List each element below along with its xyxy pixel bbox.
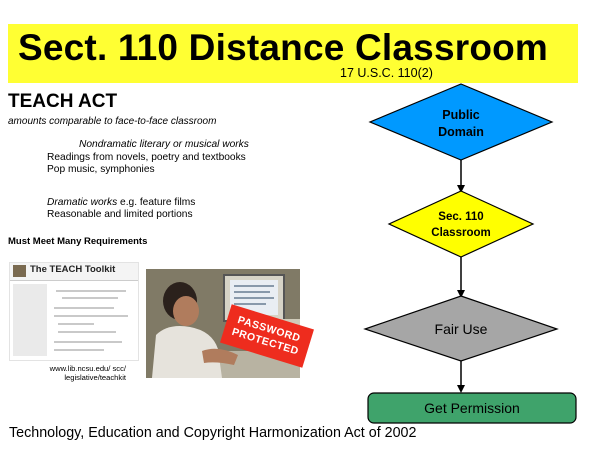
requirements-heading: Must Meet Many Requirements <box>8 236 148 247</box>
nondramatic-heading: Nondramatic literary or musical works <box>79 139 249 150</box>
public-domain-diamond <box>368 83 554 161</box>
toolkit-text-line <box>54 315 128 317</box>
nondramatic-item: Readings from novels, poetry and textboo… <box>47 152 246 163</box>
fair-use-label: Fair Use <box>435 321 488 337</box>
toolkit-url: www.lib.ncsu.edu/ scc/ legislative/teach… <box>49 364 126 382</box>
toolkit-text-line <box>54 349 104 351</box>
slide-title: Sect. 110 Distance Classroom <box>18 27 549 68</box>
get-permission-box <box>367 392 577 424</box>
footer-act-name: Technology, Education and Copyright Harm… <box>9 425 417 441</box>
dramatic-item: Reasonable and limited portions <box>47 209 193 220</box>
get-permission-label: Get Permission <box>424 400 520 416</box>
toolkit-header: The TEACH Toolkit <box>10 263 138 281</box>
teach-act-heading: TEACH ACT <box>8 91 118 112</box>
teach-act-subheading: amounts comparable to face-to-face class… <box>8 116 217 127</box>
public-domain-label: Domain <box>438 125 484 139</box>
toolkit-text-line <box>58 323 94 325</box>
public-domain-label: Public <box>442 108 480 122</box>
toolkit-text-line <box>54 307 114 309</box>
toolkit-sidebar <box>13 284 47 356</box>
sec110-classroom-label: Classroom <box>431 227 490 239</box>
toolkit-text-line <box>58 331 116 333</box>
book-icon <box>13 265 26 277</box>
statute-citation: 17 U.S.C. 110(2) <box>340 66 433 80</box>
teach-toolkit-thumbnail: The TEACH Toolkit <box>9 262 139 361</box>
nondramatic-item: Pop music, symphonies <box>47 164 155 175</box>
title-band <box>8 24 578 83</box>
sec110-classroom-diamond <box>387 190 535 258</box>
fair-use-diamond <box>363 295 559 362</box>
dramatic-heading: Dramatic works e.g. feature films <box>47 197 196 208</box>
toolkit-text-line <box>56 290 126 292</box>
sec110-classroom-label: Sec. 110 <box>438 211 483 223</box>
toolkit-text-line <box>54 341 122 343</box>
toolkit-text-line <box>62 297 118 299</box>
toolkit-title: The TEACH Toolkit <box>30 264 116 275</box>
